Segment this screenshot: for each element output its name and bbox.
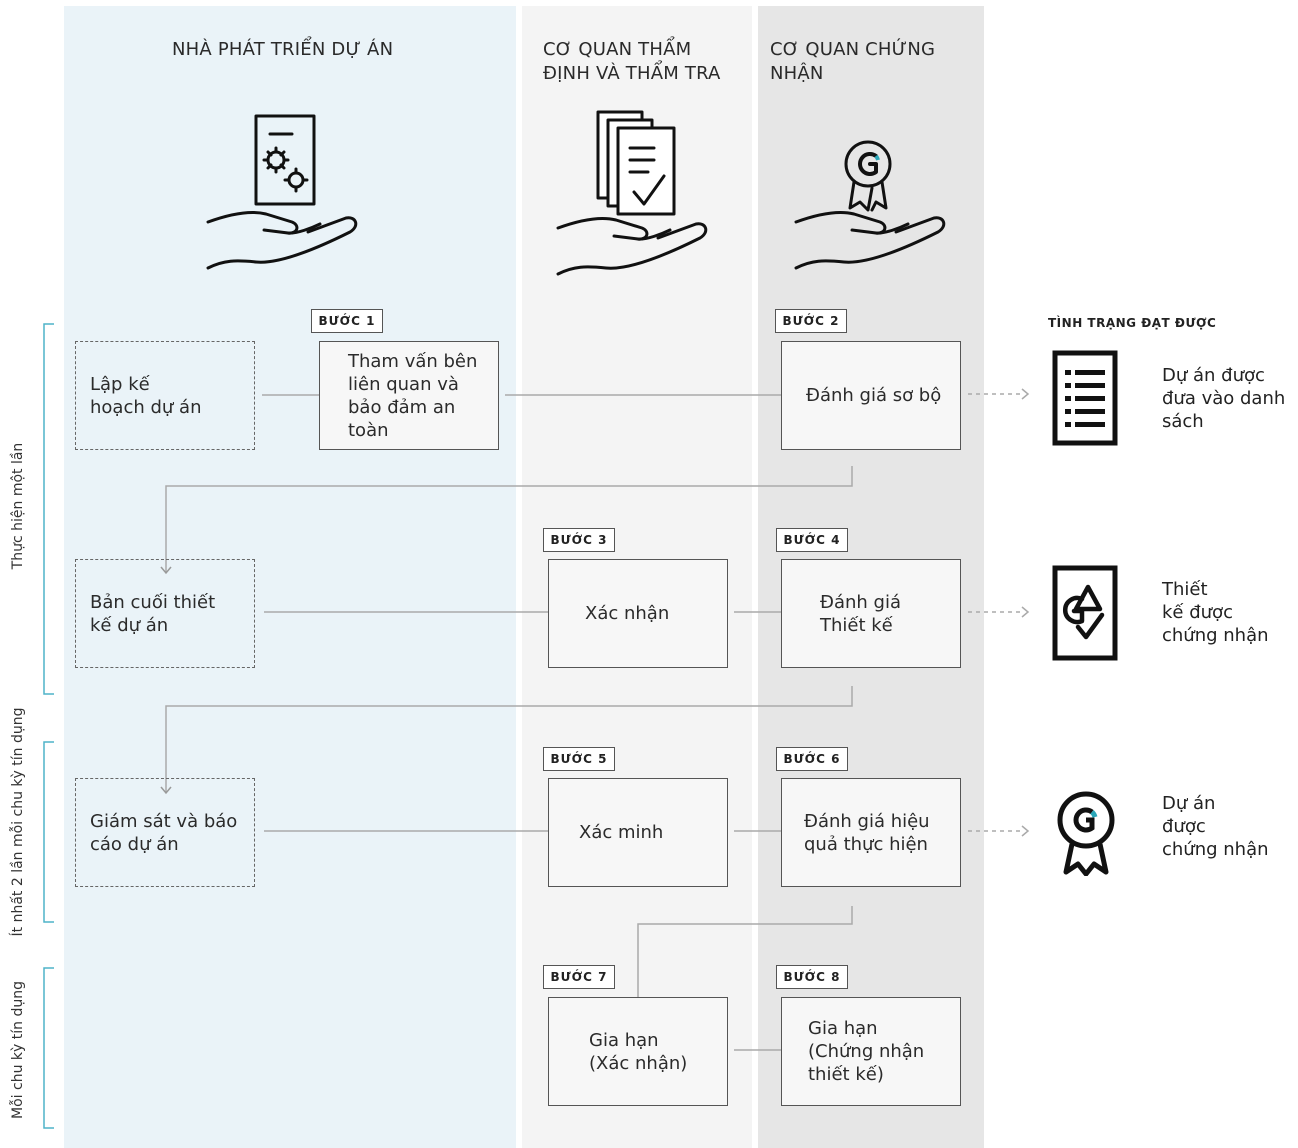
bracket-each: [43, 967, 54, 1129]
bracket-twice: [43, 741, 54, 923]
developer-column-title: NHÀ PHÁT TRIỂN DỰ ÁN: [172, 39, 394, 60]
step-4-badge: BƯỚC 4: [776, 528, 848, 552]
preliminary-review-box: Đánh giá sơ bộ: [781, 341, 961, 450]
certified-design-icon: [1052, 565, 1118, 661]
side-label-each: Mỗi chu kỳ tín dụng: [10, 981, 26, 1119]
step-6-badge: BƯỚC 6: [776, 747, 848, 771]
plan-project-box: Lập kế hoạch dự án: [75, 341, 255, 450]
certificate-badge-hand-icon: [794, 140, 946, 270]
final-design-box: Bản cuối thiết kế dự án: [75, 559, 255, 668]
renewal-validation-box: Gia hạn (Xác nhận): [548, 997, 728, 1106]
monitoring-reporting-box: Giám sát và báo cáo dự án: [75, 778, 255, 887]
step-2-badge: BƯỚC 2: [775, 309, 847, 333]
side-label-twice: Ít nhất 2 lần mỗi chu kỳ tín dụng: [10, 707, 26, 937]
list-document-icon: [1052, 350, 1118, 446]
status-title: TÌNH TRẠNG ĐẠT ĐƯỢC: [1048, 316, 1217, 330]
renewal-certification-box: Gia hạn (Chứng nhận thiết kế): [781, 997, 961, 1106]
status-design-certified: Thiết kế được chứng nhận: [1162, 579, 1269, 646]
developer-column: [64, 6, 516, 1148]
status-listed: Dự án được đưa vào danh sách: [1162, 365, 1286, 432]
certifier-column-title: CƠ QUAN CHỨNG NHẬN: [770, 39, 936, 84]
stakeholder-consultation-box: Tham vấn bên liên quan và bảo đảm an toà…: [319, 341, 499, 450]
side-label-once: Thực hiện một lần: [10, 442, 26, 570]
step-5-badge: BƯỚC 5: [543, 747, 615, 771]
validator-column-title: CƠ QUAN THẨM ĐỊNH VÀ THẨM TRA: [543, 39, 721, 84]
step-8-badge: BƯỚC 8: [776, 965, 848, 989]
step-1-badge: BƯỚC 1: [311, 309, 383, 333]
validation-box: Xác nhận: [548, 559, 728, 668]
step-3-badge: BƯỚC 3: [543, 528, 615, 552]
award-badge-icon: [1057, 791, 1115, 876]
verification-box: Xác minh: [548, 778, 728, 887]
document-gears-hand-icon: [206, 114, 358, 270]
step-7-badge: BƯỚC 7: [543, 965, 615, 989]
status-project-certified: Dự án được chứng nhận: [1162, 793, 1269, 860]
documents-check-hand-icon: [556, 110, 708, 276]
bracket-once: [43, 323, 54, 695]
design-review-box: Đánh giá Thiết kế: [781, 559, 961, 668]
performance-review-box: Đánh giá hiệu quả thực hiện: [781, 778, 961, 887]
